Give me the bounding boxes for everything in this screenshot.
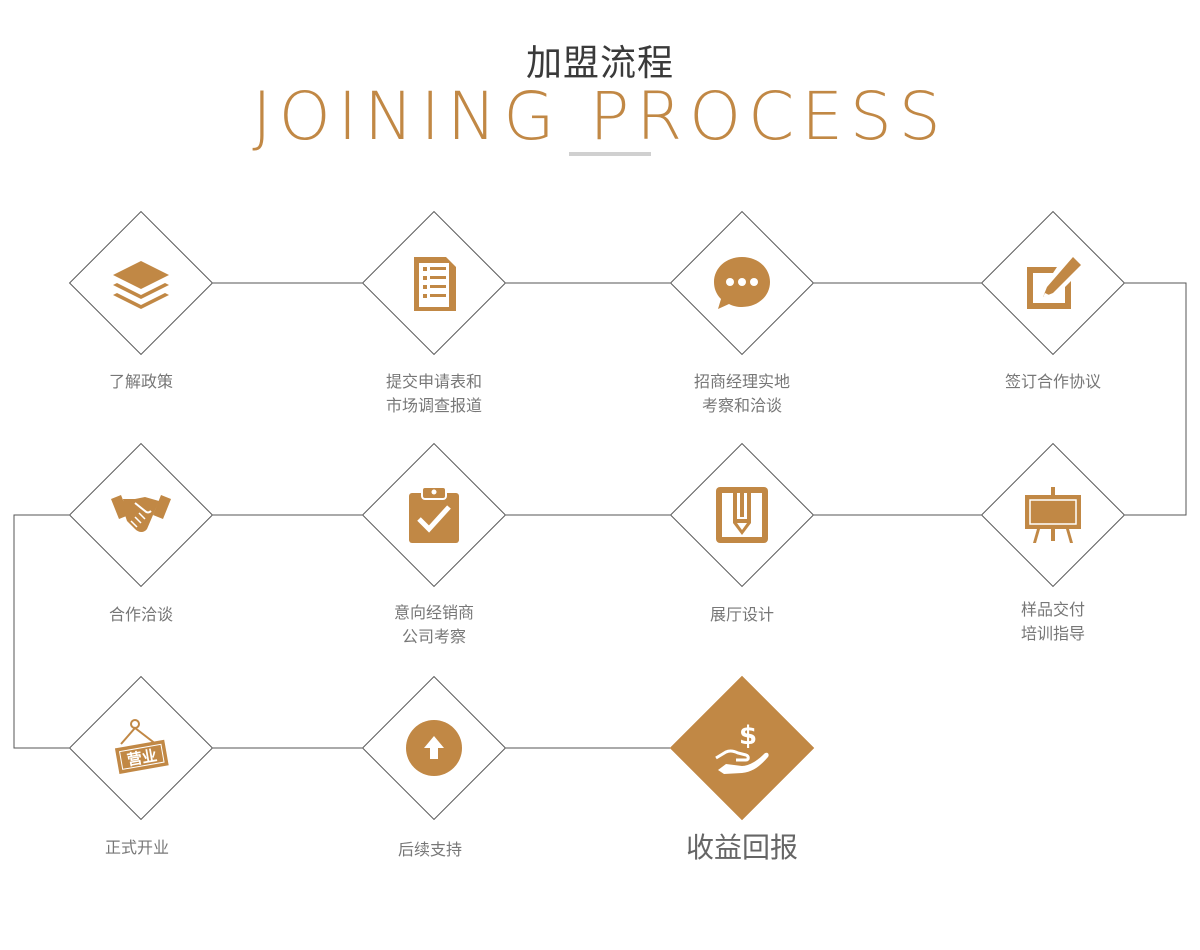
upload-arrow-icon bbox=[406, 720, 462, 776]
money-hand-icon: $ bbox=[715, 721, 769, 774]
open-sign-icon: 营业 bbox=[114, 719, 169, 774]
step-label-submit-application: 提交申请表和 市场调查报道 bbox=[385, 372, 482, 415]
step-label-sample-training: 样品交付 培训指导 bbox=[1020, 600, 1085, 643]
layers-icon bbox=[113, 261, 169, 309]
step-cooperation-talks bbox=[68, 442, 214, 588]
step-sign-agreement bbox=[980, 210, 1126, 356]
step-onsite-visit bbox=[669, 210, 815, 356]
step-label-onsite-visit: 招商经理实地 考察和洽谈 bbox=[693, 372, 790, 415]
edit-pencil-icon bbox=[1027, 257, 1081, 309]
step-label-showroom-design: 展厅设计 bbox=[709, 605, 774, 624]
step-label-company-inspection: 意向经销商 公司考察 bbox=[393, 603, 474, 646]
step-label-cooperation-talks: 合作洽谈 bbox=[108, 605, 173, 624]
document-list-icon bbox=[414, 257, 456, 311]
title-underline bbox=[569, 152, 651, 156]
step-grand-opening: 营业 bbox=[68, 675, 214, 821]
step-follow-up-support bbox=[361, 675, 507, 821]
step-sample-training bbox=[980, 442, 1126, 588]
step-label-grand-opening: 正式开业 bbox=[104, 838, 169, 857]
step-label-sign-agreement: 签订合作协议 bbox=[1004, 372, 1101, 391]
step-submit-application bbox=[361, 210, 507, 356]
step-label-understand-policy: 了解政策 bbox=[108, 372, 173, 391]
step-label-follow-up-support: 后续支持 bbox=[397, 840, 462, 859]
page-title-cn: 加盟流程 bbox=[525, 43, 674, 84]
step-label-profit-return: 收益回报 bbox=[685, 831, 798, 864]
easel-board-icon bbox=[1025, 487, 1081, 543]
showroom-design-icon bbox=[716, 487, 768, 543]
page-title-en: JOINING PROCESS bbox=[252, 78, 948, 155]
sign-text: 营业 bbox=[126, 746, 159, 769]
clipboard-check-icon bbox=[409, 486, 459, 543]
step-understand-policy bbox=[68, 210, 214, 356]
chat-bubble-icon bbox=[714, 257, 770, 309]
svg-text:$: $ bbox=[739, 721, 757, 751]
handshake-icon bbox=[111, 495, 171, 532]
step-showroom-design bbox=[669, 442, 815, 588]
step-profit-return: $ bbox=[669, 675, 815, 821]
step-company-inspection bbox=[361, 442, 507, 588]
